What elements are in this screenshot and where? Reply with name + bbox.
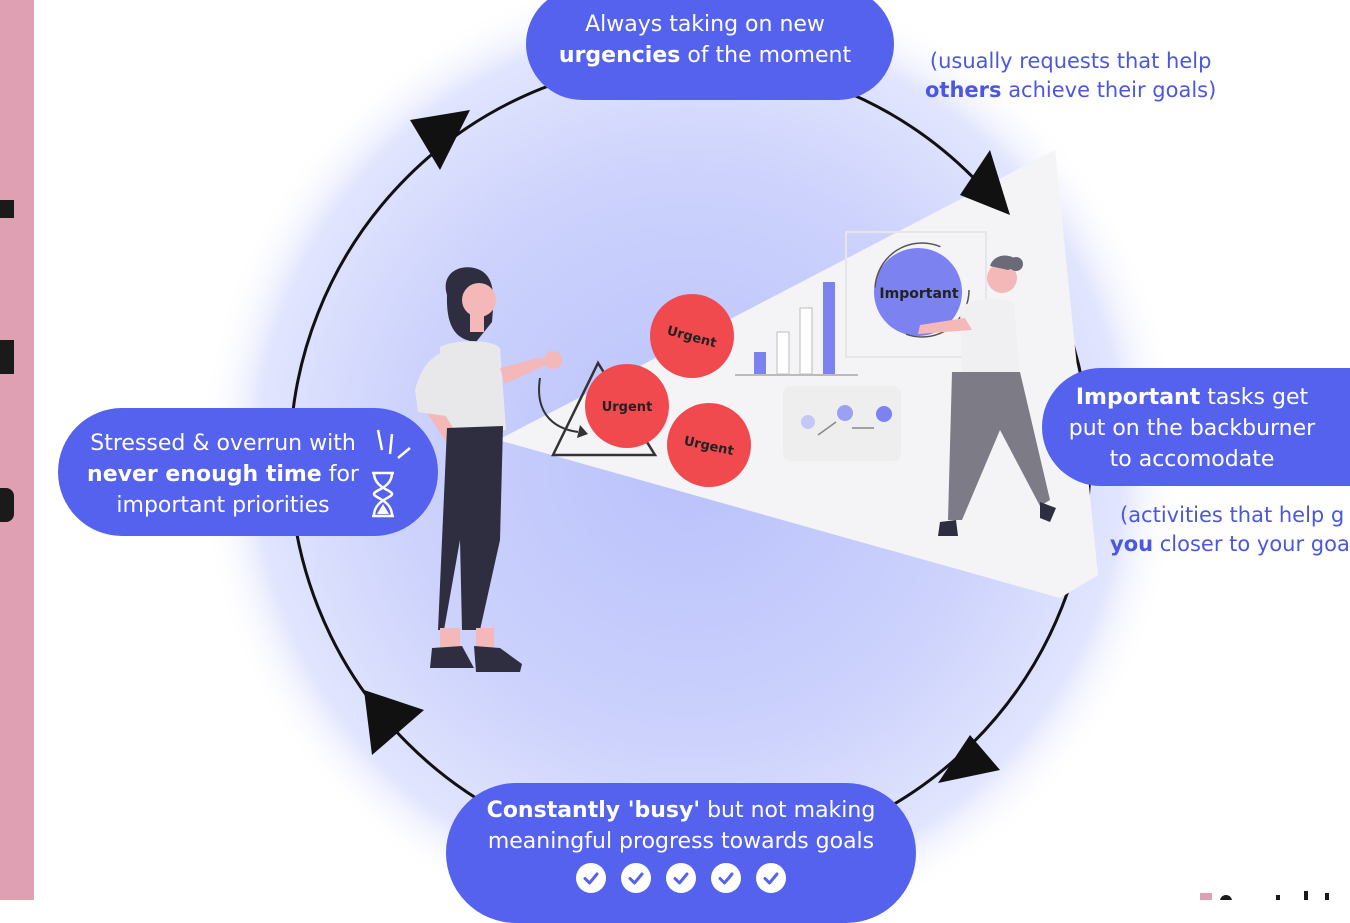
sidebar-glyph xyxy=(0,488,14,522)
note-your-goals: (activities that help g you closer to yo… xyxy=(1110,501,1350,559)
important-label: Important xyxy=(879,286,958,302)
urgent-bubble xyxy=(585,364,669,448)
brand-logo xyxy=(1200,888,1350,900)
cycle-arrowhead-bottom-left xyxy=(364,690,424,755)
note-others-goals: (usually requests that help others achie… xyxy=(925,47,1216,105)
check-circle-icon xyxy=(576,863,606,893)
left-sidebar xyxy=(0,0,34,900)
flow-card-illustration xyxy=(783,386,901,461)
urgent-bubble xyxy=(667,403,751,487)
check-circle-icon xyxy=(711,863,741,893)
pill-constantly-busy: Constantly 'busy' but not making meaning… xyxy=(446,783,916,923)
urgent-label: Urgent xyxy=(602,400,653,415)
note-bold-text: others xyxy=(925,78,1002,102)
pill-line: important priorities xyxy=(116,493,330,518)
pill-important-backburner: Important tasks get put on the backburne… xyxy=(1042,368,1350,486)
pill-bold-text: never enough time xyxy=(87,462,322,487)
sidebar-glyph xyxy=(0,340,14,374)
check-circle-icon xyxy=(621,863,651,893)
pill-line: of the moment xyxy=(680,43,852,68)
pill-line: to accomodate xyxy=(1109,447,1275,472)
stressed-woman-figure xyxy=(415,267,562,672)
important-bubble xyxy=(874,248,962,336)
whiteboard-illustration xyxy=(845,231,987,358)
sidebar-glyph xyxy=(0,200,14,218)
note-bold-text: you xyxy=(1110,532,1154,556)
check-circle-icon xyxy=(756,863,786,893)
check-circle-icon xyxy=(666,863,696,893)
pill-line: put on the backburner xyxy=(1068,416,1316,441)
cycle-arrowhead-top-left xyxy=(410,110,470,170)
cycle-diagram: Urgent Urgent Urgent Important xyxy=(198,0,1182,900)
pill-new-urgencies: Always taking on new urgencies of the mo… xyxy=(526,0,894,100)
urgent-bubble xyxy=(650,294,734,378)
hourglass-icon xyxy=(372,429,411,518)
note-line: closer to your goa xyxy=(1153,532,1350,556)
pill-bold-text: urgencies xyxy=(558,43,681,68)
pill-line: tasks get xyxy=(1200,385,1309,410)
checkmark-row xyxy=(466,863,896,893)
cycle-arrowhead-bottom-right xyxy=(938,735,1000,783)
note-line: (usually requests that help xyxy=(929,49,1212,73)
bar-chart-illustration xyxy=(735,282,858,376)
woman-holding-important-figure xyxy=(918,255,1056,536)
note-line: achieve their goals) xyxy=(1001,78,1217,102)
note-line: (activities that help g xyxy=(1120,503,1345,527)
cycle-arrowhead-top-right xyxy=(960,150,1010,215)
pill-line: Stressed & overrun with xyxy=(90,431,356,456)
pointing-arrow xyxy=(538,377,579,433)
pill-line: for xyxy=(321,462,359,487)
pill-bold-text: Important xyxy=(1075,385,1201,410)
pill-line: Always taking on new xyxy=(585,12,825,37)
pill-line: but not making xyxy=(700,798,876,823)
pill-bold-text: Constantly 'busy' xyxy=(486,798,701,823)
pill-line: meaningful progress towards goals xyxy=(487,829,875,854)
